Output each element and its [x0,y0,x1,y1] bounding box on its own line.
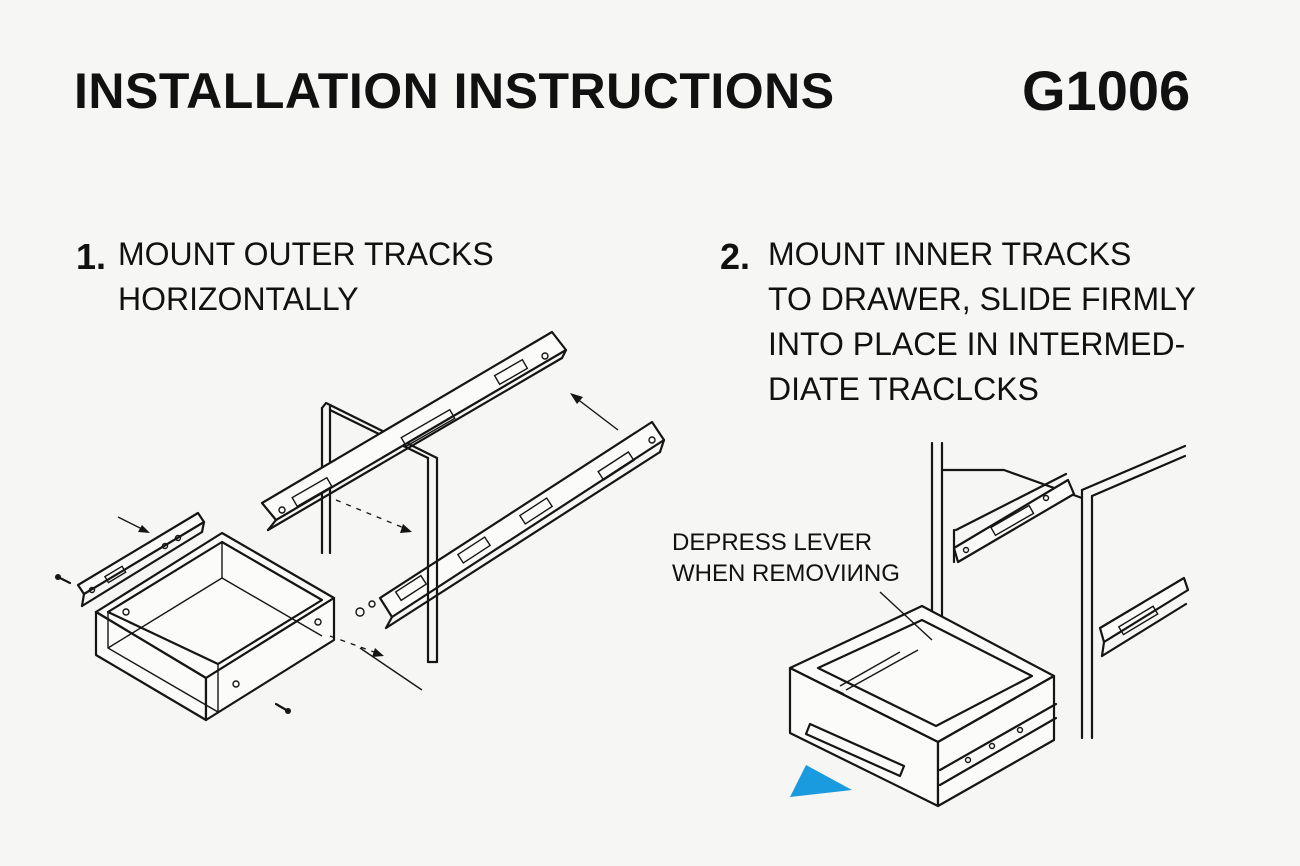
upper-inner-track [952,472,1076,564]
triangle-icon [790,765,852,797]
step-1-text: MOUNT OUTER TRACKS HORIZONTALLY [118,236,494,317]
step-2-number: 2. [720,236,751,277]
drawer-side-track [76,511,206,608]
model-number: G1006 [1022,59,1191,122]
lever-callout: DEPRESS LEVER WHEN REMOVIИNG [672,529,900,587]
step-1-number: 1. [76,236,107,277]
step-2-text: MOUNT INNER TRACKS TO DRAWER, SLIDE FIRM… [768,236,1196,407]
callout-leader [879,591,933,641]
arrow-icon [117,516,150,533]
arrow-icon [570,393,619,431]
screw-icon [55,574,72,585]
screw-icon [274,702,291,714]
page-title: INSTALLATION INSTRUCTIONS [74,63,835,119]
arrow-icon [329,635,423,691]
drawer-box [94,531,336,722]
cabinet-front-post [426,456,439,664]
arrow-icon [335,499,412,533]
step-1-illustration [55,330,666,722]
drawer-handle [804,722,906,778]
drawer [788,604,1058,808]
cabinet-frame [930,441,1187,740]
lower-outer-track [355,420,666,630]
lower-right-track [1098,576,1190,658]
upper-outer-track [260,330,568,532]
step-2-illustration [788,441,1190,808]
